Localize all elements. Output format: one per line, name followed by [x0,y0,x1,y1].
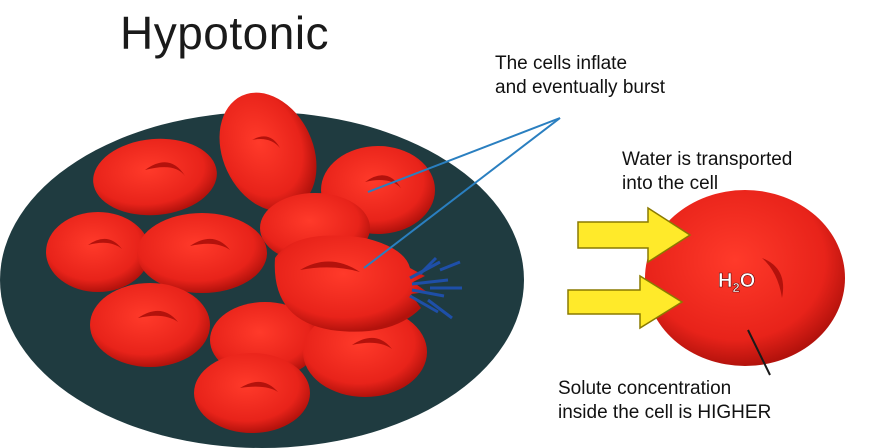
burst-line-1: The cells inflate [495,52,665,76]
red-blood-cell-icon [194,353,310,433]
water-line-1: Water is transported [622,148,792,172]
solute-annotation: Solute concentration inside the cell is … [558,377,771,425]
burst-annotation: The cells inflate and eventually burst [495,52,665,100]
red-blood-cell-icon [137,213,267,293]
h2o-subscript: 2 [732,280,739,295]
water-line-2: into the cell [622,172,792,196]
h2o-suffix: O [740,270,756,292]
burst-line-2: and eventually burst [495,76,665,100]
red-blood-cell-icon [46,212,150,292]
red-blood-cell-icon [90,283,210,367]
water-annotation: Water is transported into the cell [622,148,792,196]
h2o-base: H [718,270,732,292]
solute-line-1: Solute concentration [558,377,771,401]
solute-line-2: inside the cell is HIGHER [558,401,771,425]
